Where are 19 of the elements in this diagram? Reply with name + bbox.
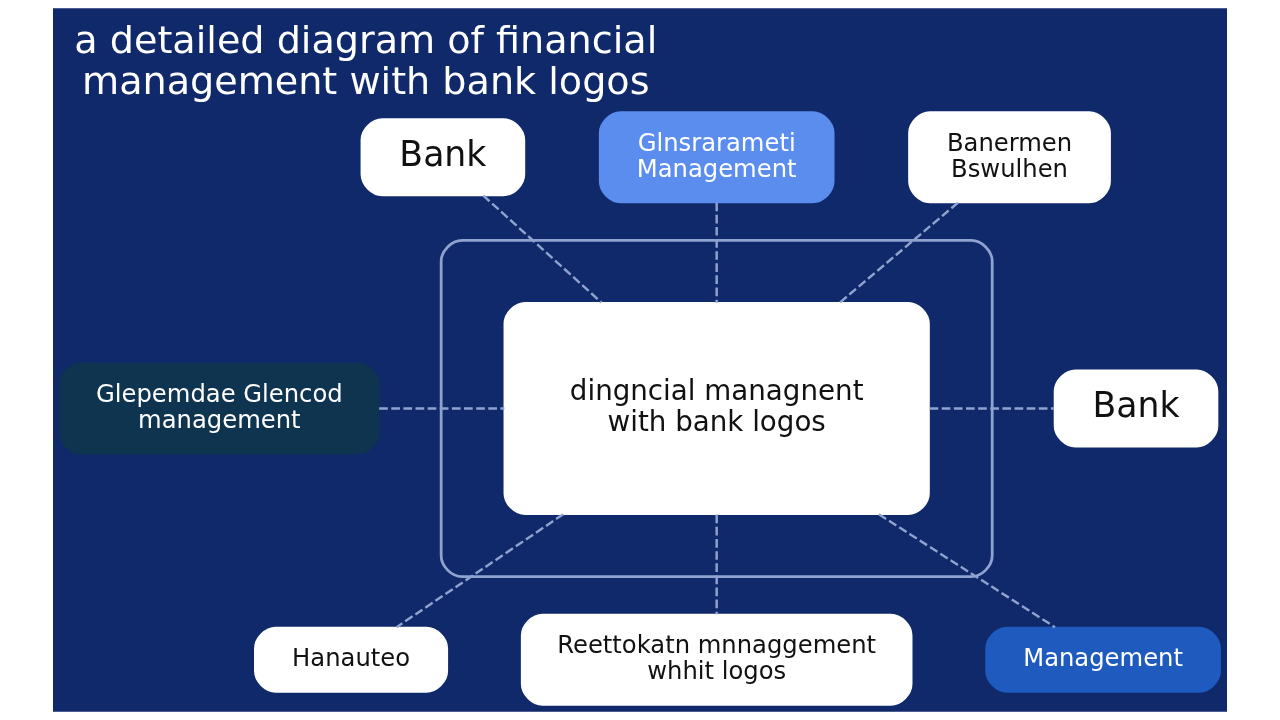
connector [838, 201, 959, 304]
diagram-title: a detailed diagram of financial management with bank logos [74, 17, 658, 104]
cluster [439, 239, 994, 578]
connector [379, 407, 505, 410]
connector [482, 194, 603, 304]
connector [715, 202, 718, 303]
connector [878, 513, 1056, 629]
node-box: dingncial managnent with bank logos [503, 301, 930, 516]
connector [715, 514, 718, 615]
connector [929, 407, 1054, 410]
node-box: Banermen Bswulhen [908, 111, 1111, 204]
connector [395, 513, 564, 629]
node-box: Glepemdae Glencod management [59, 362, 380, 455]
node-box: Bank [360, 118, 526, 197]
node-box: Bank [1053, 369, 1219, 448]
node-box: Hanauteo [254, 626, 449, 693]
node-box: Management [985, 626, 1221, 693]
node-box: Reettokatn mnnaggement whhit logos [520, 613, 913, 706]
node-box: Glnsrarameti Management [598, 111, 835, 204]
